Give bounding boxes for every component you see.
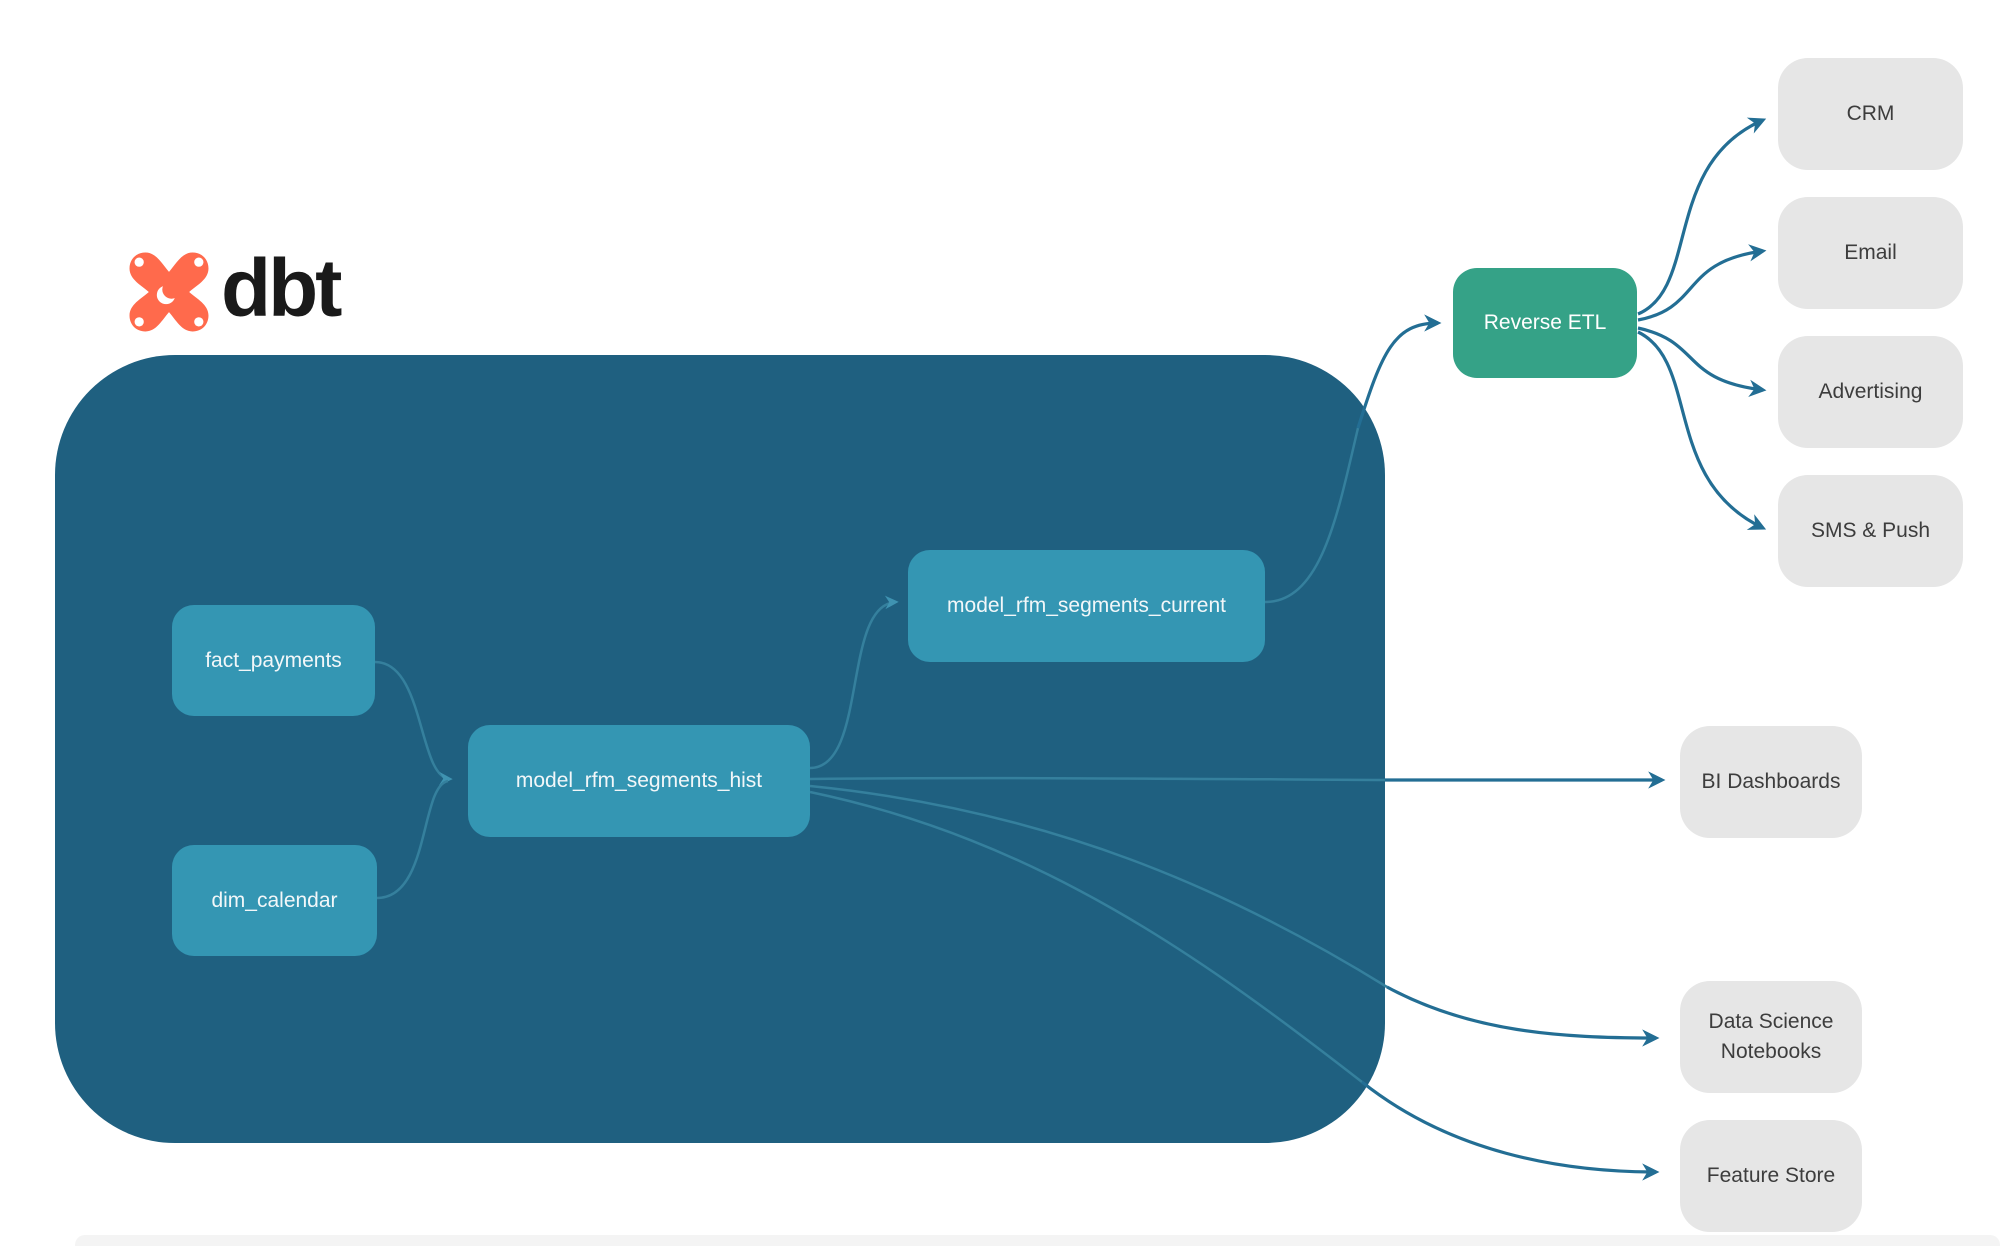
- node-label: Advertising: [1818, 379, 1923, 403]
- node-label: BI Dashboards: [1701, 769, 1841, 793]
- node-fact-payments: fact_payments: [172, 605, 375, 716]
- node-email: Email: [1778, 197, 1963, 309]
- edge-to-feature-store: [1361, 1080, 1660, 1181]
- node-advertising: Advertising: [1778, 336, 1963, 448]
- node-label: dim_calendar: [211, 888, 338, 912]
- node-model-rfm-segments-hist: model_rfm_segments_hist: [468, 725, 810, 837]
- node-label: Data Science Notebooks: [1708, 1009, 1834, 1063]
- node-label: SMS & Push: [1810, 518, 1931, 542]
- edge-into-reverse-etl: [1356, 314, 1442, 429]
- node-label: model_rfm_segments_current: [947, 594, 1226, 617]
- edge-reverse-etl-to-crm: [1637, 117, 1767, 316]
- node-label: model_rfm_segments_hist: [515, 769, 763, 792]
- edge-reverse-etl-to-sms-push: [1637, 330, 1767, 530]
- edge-reverse-etl-to-advertising: [1637, 326, 1767, 397]
- dbt-logo: dbt: [127, 243, 342, 335]
- edge-to-data-science-notebooks: [1386, 985, 1660, 1047]
- node-reverse-etl: Reverse ETL: [1453, 268, 1637, 378]
- node-sms-push: SMS & Push: [1778, 475, 1963, 587]
- edge-reverse-etl-to-email: [1637, 244, 1767, 322]
- node-label: Feature Store: [1706, 1163, 1836, 1187]
- dbt-wordmark: dbt: [221, 243, 342, 335]
- node-label: Reverse ETL: [1483, 311, 1607, 334]
- node-crm: CRM: [1778, 58, 1963, 170]
- node-dim-calendar: dim_calendar: [172, 845, 377, 956]
- bottom-page-band: [75, 1235, 2000, 1246]
- node-label: Email: [1844, 240, 1897, 264]
- node-label: fact_payments: [205, 648, 342, 672]
- node-data-science-notebooks: Data Science Notebooks: [1680, 981, 1862, 1093]
- node-label: CRM: [1846, 101, 1895, 125]
- node-bi-dashboards: BI Dashboards: [1680, 726, 1862, 838]
- node-feature-store: Feature Store: [1680, 1120, 1862, 1232]
- node-model-rfm-segments-current: model_rfm_segments_current: [908, 550, 1265, 662]
- dbt-logo-icon: [129, 252, 209, 332]
